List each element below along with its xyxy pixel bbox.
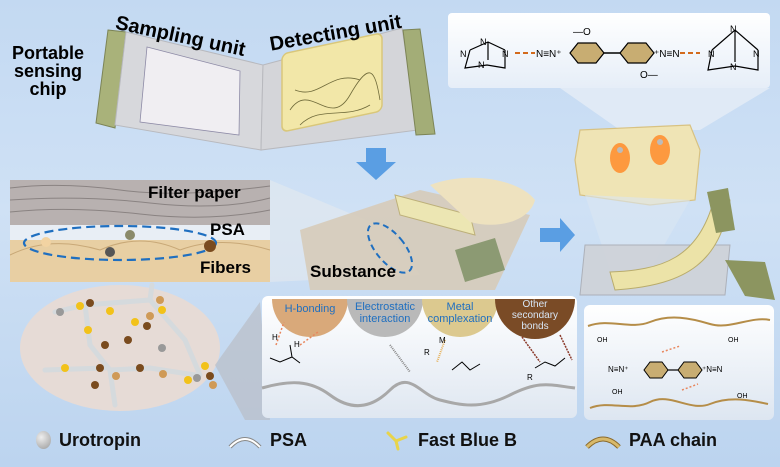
substance-chip-handle <box>455 238 505 282</box>
finger-press-pad <box>394 194 476 236</box>
legend-paa-chain: PAA chain <box>585 428 717 452</box>
chip-title-line-3: chip <box>29 79 67 99</box>
chem-r-1: R <box>424 348 430 357</box>
h-bonding-line-1: H-bonding <box>284 303 336 315</box>
chem-m: M <box>439 336 446 345</box>
fibers-layer <box>10 240 270 282</box>
legend-urotropin: Urotropin <box>36 428 141 452</box>
metal-line-2: complexation <box>427 313 493 325</box>
electrostatic-semicircle <box>347 299 423 337</box>
particles <box>56 296 217 389</box>
finger <box>430 177 535 225</box>
psa-label: PSA <box>210 220 245 239</box>
benzene-ring-left <box>569 42 605 64</box>
detecting-pad <box>281 33 383 132</box>
chip-title: Portable sensing chip <box>4 44 92 98</box>
metal-complexation-label: Metal complexation <box>418 301 502 325</box>
paa-diazonium-right: ⁺N≡N <box>702 365 723 374</box>
detecting-fibers <box>289 72 381 126</box>
chem-h-1: H <box>272 333 278 342</box>
filter-paper-layer <box>10 180 270 225</box>
orange-glow-2 <box>650 135 670 165</box>
substance-dashed-ring <box>366 222 414 274</box>
urotropin-n-right-left: N <box>502 49 509 59</box>
paa-chain-arc-icon <box>585 436 621 449</box>
methoxy-right: O— <box>640 70 658 81</box>
psa-arc-icon <box>228 437 262 449</box>
chip-title-line-2: sensing <box>13 61 83 81</box>
chem-r-2: R <box>527 373 533 382</box>
chip-left-handle <box>95 29 127 129</box>
urotropin-n-top-left: N <box>480 37 487 47</box>
urotropin-right-structure <box>707 29 759 71</box>
electrostatic-label: Electrostatic interaction <box>343 301 427 325</box>
urotropin-n-top-right: N <box>730 24 737 34</box>
fast-blue-b-icon <box>386 431 408 451</box>
zoom-funnel-bottom <box>215 302 270 420</box>
paa-ring-right <box>677 361 703 379</box>
substance-label: Substance <box>310 262 396 281</box>
down-arrow <box>356 148 396 180</box>
methoxy-left: —O <box>573 27 591 38</box>
chip-right-handle <box>402 28 436 136</box>
other-bonds-label: Other secondary bonds <box>495 299 575 332</box>
h-bonding-label: H-bonding <box>272 303 348 315</box>
chem-h-2: H <box>294 340 300 349</box>
legend-urotropin-label: Urotropin <box>59 429 141 450</box>
fibers-label: Fibers <box>200 258 252 277</box>
orange-glow-1 <box>610 143 630 173</box>
urotropin-n-bottom-left: N <box>478 60 485 70</box>
paa-chain-bottom <box>589 398 769 409</box>
psa-dashed-ring <box>22 224 218 262</box>
zoom-funnel-top <box>560 88 770 130</box>
legend-psa-label: PSA <box>270 429 308 450</box>
paa-chain-top <box>587 316 771 327</box>
sampling-grid <box>139 46 241 136</box>
chem-structure-top: N N N N N≡N⁺ —O O— ⁺N≡N N N N N <box>460 24 770 130</box>
diazonium-left: N≡N⁺ <box>536 49 562 60</box>
metal-complexation-semicircle <box>422 299 498 337</box>
chip-title-line-1: Portable <box>11 43 85 63</box>
legend-fast-blue-b: Fast Blue B <box>384 428 517 452</box>
fiber-network-disc <box>20 285 220 411</box>
electrostatic-line-2: interaction <box>359 313 411 325</box>
fast-blue-b-urotropin-panel <box>448 13 770 88</box>
paa-oh-3: OH <box>612 389 623 396</box>
paa-oh-4: OH <box>737 393 748 400</box>
legend-paa-chain-label: PAA chain <box>629 429 718 450</box>
metal-line-1: Metal <box>446 301 474 313</box>
urotropin-n-left-right: N <box>708 49 715 59</box>
legend-psa: PSA <box>228 428 307 452</box>
urotropin-n-right-right: N <box>753 49 760 59</box>
other-bonds-semicircle <box>495 299 575 339</box>
paa-diazonium-left: N≡N⁺ <box>608 365 628 374</box>
filter-paper-label: Filter paper <box>148 183 241 202</box>
other-line-3: bonds <box>521 321 549 332</box>
right-arrow <box>540 218 575 252</box>
h-bonding-semicircle <box>272 299 348 337</box>
other-line-2: secondary <box>511 310 559 321</box>
bent-chip-handle <box>707 188 735 233</box>
legend-fast-blue-b-label: Fast Blue B <box>418 429 518 450</box>
diazonium-right: ⁺N≡N <box>654 49 680 60</box>
other-line-1: Other <box>522 299 548 310</box>
electrostatic-line-1: Electrostatic <box>355 301 415 313</box>
urotropin-n-left-left: N <box>460 49 467 59</box>
benzene-ring-right <box>619 42 655 64</box>
paa-oh-2: OH <box>728 337 739 344</box>
psa-backbone <box>261 381 576 408</box>
urotropin-left-structure <box>464 41 506 69</box>
paa-oh-1: OH <box>597 337 608 344</box>
urotropin-n-bottom-right: N <box>730 62 737 72</box>
urotropin-sphere-icon <box>36 431 51 449</box>
paa-ring-left <box>643 361 669 379</box>
flat-chip-handle <box>725 260 775 300</box>
